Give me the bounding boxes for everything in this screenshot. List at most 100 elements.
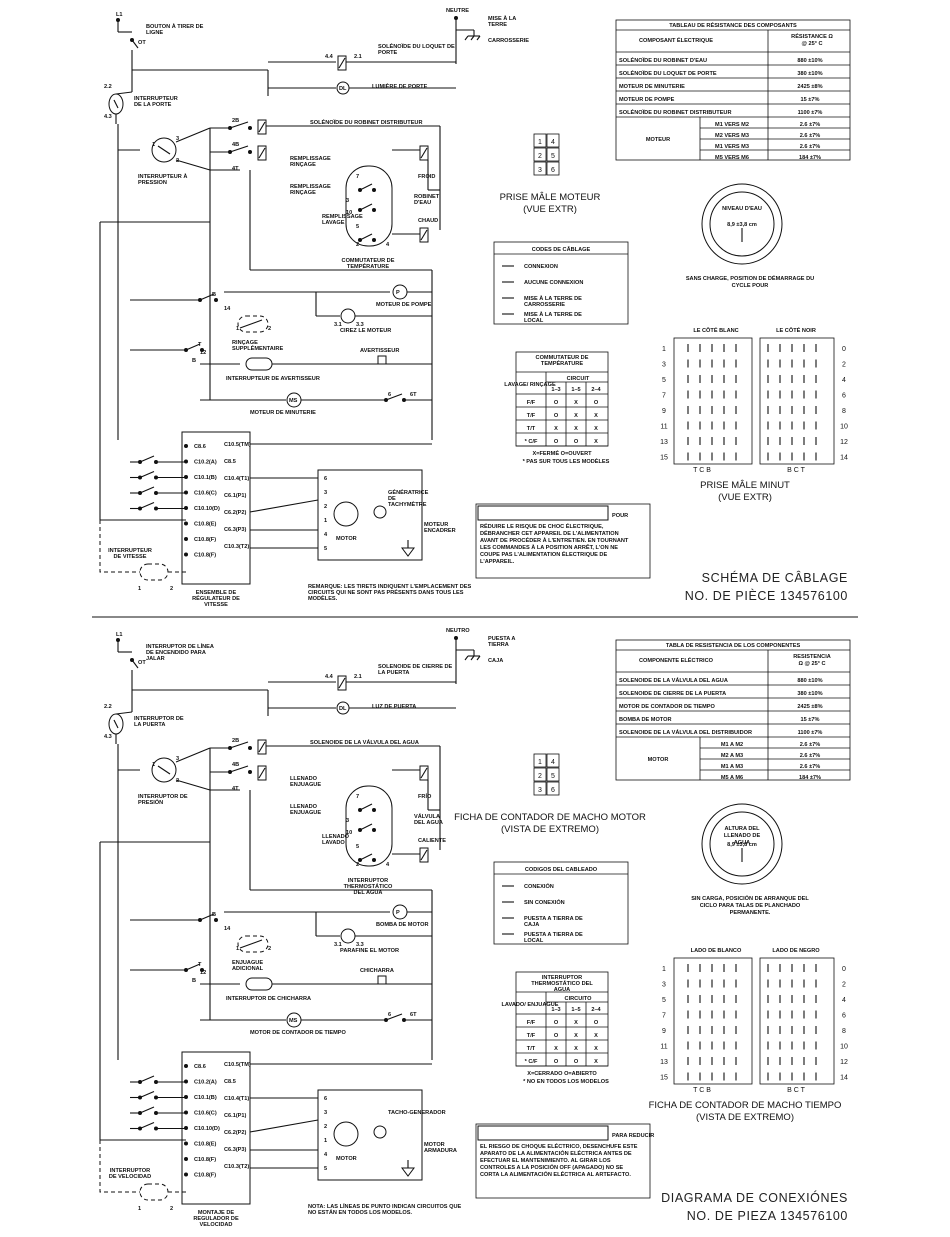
motor-row-val: 2.6 ±7% <box>800 122 821 128</box>
res-row-val: 2425 ±8% <box>797 84 822 90</box>
term: 2B <box>232 738 239 744</box>
tt-circuit: CIRCUIT <box>567 376 590 382</box>
ctrl-terminal-r: C10.5(TM) <box>224 1062 251 1068</box>
timer-pin-left: 13 <box>660 439 668 446</box>
tt-title: TEMPÉRATURE <box>541 359 583 367</box>
water-level-label: AGUA <box>734 840 750 846</box>
temp-switch-label: DEL AGUA <box>354 890 383 896</box>
speed-control-module <box>181 431 251 585</box>
res-col2: RÉSISTANCE Ω <box>791 32 833 40</box>
speed-control-label: VITESSE <box>204 602 228 608</box>
tt-cell: X <box>574 1046 578 1052</box>
door-light-label: LUZ DE PUERTA <box>372 704 416 710</box>
term: 4 <box>386 242 390 248</box>
plug-pin <box>546 133 560 148</box>
res-title: TABLA DE RESISTENCIA DE LOS COMPONENTES <box>666 643 801 649</box>
drive-motor-label: MOTOR <box>424 1142 445 1148</box>
timer-pin-right: 0 <box>842 346 846 353</box>
ctrl-terminal: C10.8(E) <box>194 522 217 528</box>
tt-col: 1–5 <box>571 387 580 393</box>
tacho-icon <box>373 1125 387 1139</box>
timer-pin-left: 7 <box>662 1013 666 1020</box>
water-level-label: ALTURA DEL <box>724 826 760 832</box>
connection-dot <box>372 808 376 812</box>
warning-head-bg <box>477 1125 609 1141</box>
res-row-val: 380 ±10% <box>797 71 822 77</box>
start-switch-label: BOUTON À TIRER DE <box>146 23 204 30</box>
motor-terminal: 5 <box>324 546 327 552</box>
ctrl-terminal: C10.8(F) <box>194 553 216 559</box>
plug-timer-sub: (VISTA DE EXTREMO) <box>696 1112 794 1123</box>
plug-pin <box>533 753 547 768</box>
motor-row-val: 2.6 ±7% <box>800 133 821 139</box>
term: 6T <box>410 392 417 398</box>
buzzer-icon <box>377 975 387 985</box>
temp-switch-label: INTERRUPTOR <box>348 878 388 884</box>
wax-motor-label: CIREZ LE MOTEUR <box>340 328 391 334</box>
term: 6 <box>388 392 391 398</box>
term: 3 <box>176 756 179 762</box>
pressure-switch-label: INTERRUPTEUR À <box>138 173 187 180</box>
term: T <box>198 342 202 348</box>
tt-legend: X=CERRADO O=ABIERTO <box>527 1071 597 1077</box>
plug-timer-label: FICHA DE CONTADOR DE MACHO TIEMPO <box>649 1100 842 1111</box>
timer-bottom: T C B <box>693 467 711 474</box>
connection-dot <box>248 746 252 750</box>
res-col2: RESISTENCIA <box>793 654 831 660</box>
timer-pin-left: 9 <box>662 1028 666 1035</box>
term: 3 <box>346 818 349 824</box>
ctrl-terminal: C10.8(F) <box>194 1157 216 1163</box>
tt-cell: X <box>594 1033 598 1039</box>
water-level-label: NIVEAU D'EAU <box>722 206 762 212</box>
fill-rinse-label-2: RINÇAGE <box>290 190 316 196</box>
tacho-label: TACHYMÈTRE <box>388 500 427 508</box>
tt-col: 1–3 <box>551 387 560 393</box>
timer-pin-left: 5 <box>662 997 666 1004</box>
no-load-text: SANS CHARGE, POSITION DE DÉMARRAGE DU <box>686 274 814 282</box>
res-row-name: SOLENOIDE DE LA VÁLVULA DEL DISTRIBUIDOR <box>619 729 752 736</box>
motor-label: MOTOR <box>336 1156 357 1162</box>
term: 2.1 <box>354 54 362 60</box>
term: 3.3 <box>356 322 364 328</box>
timer-pin-right: 8 <box>842 1028 846 1035</box>
timer-pin-right: 2 <box>842 362 846 369</box>
tt-cell: X <box>594 413 598 419</box>
speed-switch-label: DE VELOCIDAD <box>109 1174 151 1180</box>
plug-pin-num: 3 <box>538 787 542 794</box>
tt-cell: O <box>574 439 579 445</box>
res-row-name: SOLÉNOÏDE DU ROBINET D'EAU <box>619 56 707 64</box>
ctrl-terminal-r: C10.4(T1) <box>224 1096 249 1102</box>
motor-row-val: 2.6 ±7% <box>800 764 821 770</box>
motor-row-name: M2 VERS M3 <box>715 133 749 139</box>
res-row-val: 880 ±10% <box>797 58 822 64</box>
speed-switch-icon <box>139 563 169 581</box>
term: 2 <box>356 242 359 248</box>
tt-cell: X <box>594 1059 598 1065</box>
fill-rinse-label: RINÇAGE <box>290 162 316 168</box>
connection-dot <box>184 537 188 541</box>
timer-pin-left: 13 <box>660 1059 668 1066</box>
gauge-inner <box>709 811 775 877</box>
remark-text: NO ESTÁN EN TODOS LOS MODELOS. <box>308 1209 412 1216</box>
tt-title: THERMOSTÁTICO DEL <box>531 980 593 987</box>
resistance-table-frame <box>615 19 851 161</box>
fill-rinse-label: LLENADO <box>290 776 318 782</box>
tt-cell: O <box>554 1033 559 1039</box>
tt-cell: F/F <box>527 1020 536 1026</box>
term: MS <box>289 1018 298 1024</box>
tt-note: * NO EN TODOS LOS MODELOS <box>523 1079 609 1085</box>
hot-label: CHAUD <box>418 218 438 224</box>
pump-motor-label: BOMBA DE MOTOR <box>376 922 429 928</box>
res-row-val: 1100 ±7% <box>798 730 823 736</box>
term: 4.4 <box>325 54 334 60</box>
plug-pin <box>533 767 547 782</box>
tt-cell: X <box>594 426 598 432</box>
start-switch-label: JALAR <box>146 656 165 662</box>
water-level-value: 8,9 ±3,8 cm <box>727 222 757 228</box>
term: DL <box>339 86 347 92</box>
tt-legend: X=FERMÉ O=OUVERT <box>532 449 592 457</box>
tt-cell: X <box>594 439 598 445</box>
timer-pin-right: 4 <box>842 997 846 1004</box>
motor-row-name: M1 VERS M2 <box>715 122 749 128</box>
